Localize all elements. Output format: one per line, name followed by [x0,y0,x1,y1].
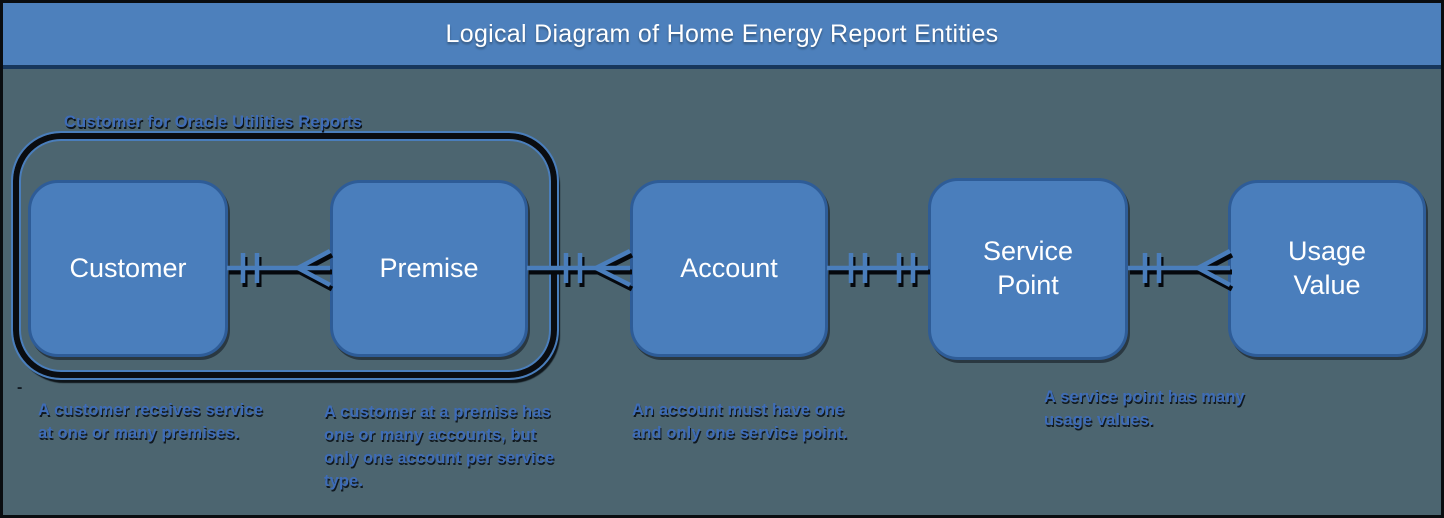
stray-dash-mark: - [17,379,23,396]
annotation-premise-account: A customer at a premise has one or many … [324,403,555,490]
one-and-only-one-mark [1142,253,1162,283]
entity-label: Account [680,252,778,283]
one-and-only-one-mark [848,253,868,283]
crow-foot-many-mark [296,249,332,287]
one-and-only-one-mark [563,253,583,283]
entity-customer: Customer [28,180,228,357]
connector-account-service-point [827,253,930,287]
diagram-title: Logical Diagram of Home Energy Report En… [445,19,999,48]
group-box-customer-oracle-utilities [11,131,559,380]
connector-service-point-usage-value [1128,249,1234,292]
connector-customer-premise [227,249,334,292]
entity-account: Account [630,180,828,357]
crow-foot-many-mark [594,248,632,288]
entity-label: Service Point [982,236,1074,300]
entity-label: Usage Value [1287,235,1367,300]
connector-premise-account [527,248,634,292]
title-bar: Logical Diagram of Home Energy Report En… [0,3,1444,69]
annotation-service-point-usage: A service point has many usage values. [1044,388,1245,429]
entity-usage-value: Usage Value [1228,180,1426,357]
entity-label: Customer [69,252,187,283]
entity-label: Premise [379,252,479,283]
group-label: Customer for Oracle Utilities Reports [64,113,363,131]
annotation-account-service-point: An account must have one and only one se… [632,401,848,442]
entity-premise: Premise [330,180,528,357]
one-and-only-one-mark [240,253,260,283]
one-and-only-one-mark [896,253,916,283]
entity-service-point: Service Point [928,178,1128,360]
annotation-customer-premise: A customer receives service at one or ma… [38,401,263,442]
crow-foot-many-mark [1196,249,1232,287]
